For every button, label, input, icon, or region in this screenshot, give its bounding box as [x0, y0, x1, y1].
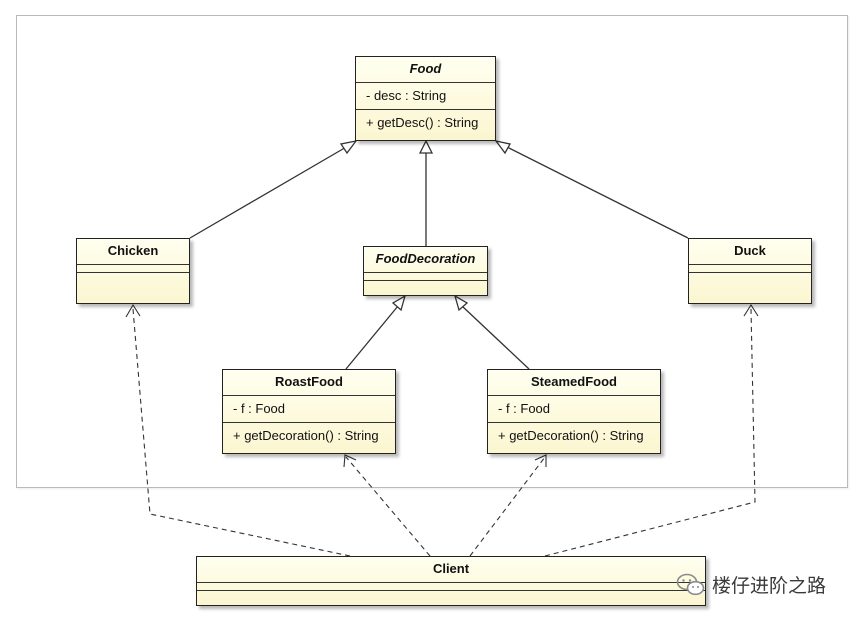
- method-section: [364, 281, 487, 289]
- arrowhead-roastfood-fooddecoration: [391, 294, 407, 312]
- attribute-section: [77, 265, 189, 273]
- dependency-client-roastfood: [345, 456, 431, 557]
- arrowhead-duck-food: [494, 140, 511, 155]
- attribute-section: - f : Food: [223, 396, 395, 423]
- dependency-client-steamedfood: [469, 456, 546, 557]
- open-arrow-roastfood: [343, 454, 357, 468]
- edge-chicken-food: [189, 145, 349, 239]
- attribute: - f : Food: [498, 401, 551, 416]
- wechat-icon: [676, 573, 705, 595]
- method-section: [689, 273, 811, 281]
- edge-duck-food: [504, 145, 689, 239]
- watermark: 楼仔进阶之路: [676, 571, 826, 598]
- attribute-section: - f : Food: [488, 396, 660, 423]
- method-section: + getDecoration() : String: [223, 423, 395, 449]
- arrowhead-steamedfood-fooddecoration: [453, 294, 469, 312]
- dependency-client-duck: [544, 308, 756, 557]
- class-roast-food[interactable]: RoastFood - f : Food + getDecoration() :…: [222, 369, 396, 454]
- edge-roastfood-fooddecoration: [345, 305, 399, 370]
- class-name: Duck: [689, 239, 811, 265]
- method: + getDecoration() : String: [233, 428, 379, 443]
- class-name: RoastFood: [223, 370, 395, 396]
- class-food-decoration[interactable]: FoodDecoration: [363, 246, 488, 296]
- open-arrow-duck: [743, 303, 759, 317]
- class-chicken[interactable]: Chicken: [76, 238, 190, 304]
- method: + getDesc() : String: [366, 115, 479, 130]
- method-section: + getDesc() : String: [356, 110, 495, 136]
- attribute-section: [364, 273, 487, 281]
- open-arrow-chicken: [125, 303, 141, 318]
- attribute-section: - desc : String: [356, 83, 495, 110]
- method-section: [197, 591, 705, 599]
- attribute: - desc : String: [366, 88, 447, 103]
- attribute-section: [197, 583, 705, 591]
- arrowhead-chicken-food: [339, 140, 358, 155]
- class-steamed-food[interactable]: SteamedFood - f : Food + getDecoration()…: [487, 369, 661, 454]
- edge-steamedfood-fooddecoration: [461, 305, 530, 370]
- class-duck[interactable]: Duck: [688, 238, 812, 304]
- method-section: + getDecoration() : String: [488, 423, 660, 449]
- method: + getDecoration() : String: [498, 428, 644, 443]
- class-name: Food: [356, 57, 495, 83]
- arrowhead-fooddecoration-food: [418, 139, 434, 154]
- class-name: Chicken: [77, 239, 189, 265]
- class-name: FoodDecoration: [364, 247, 487, 273]
- method-section: [77, 273, 189, 281]
- attribute-section: [689, 265, 811, 273]
- open-arrow-steamedfood: [534, 454, 547, 467]
- class-name: SteamedFood: [488, 370, 660, 396]
- class-client[interactable]: Client: [196, 556, 706, 606]
- watermark-text: 楼仔进阶之路: [712, 575, 827, 597]
- class-food[interactable]: Food - desc : String + getDesc() : Strin…: [355, 56, 496, 141]
- class-name: Client: [197, 557, 705, 583]
- attribute: - f : Food: [233, 401, 286, 416]
